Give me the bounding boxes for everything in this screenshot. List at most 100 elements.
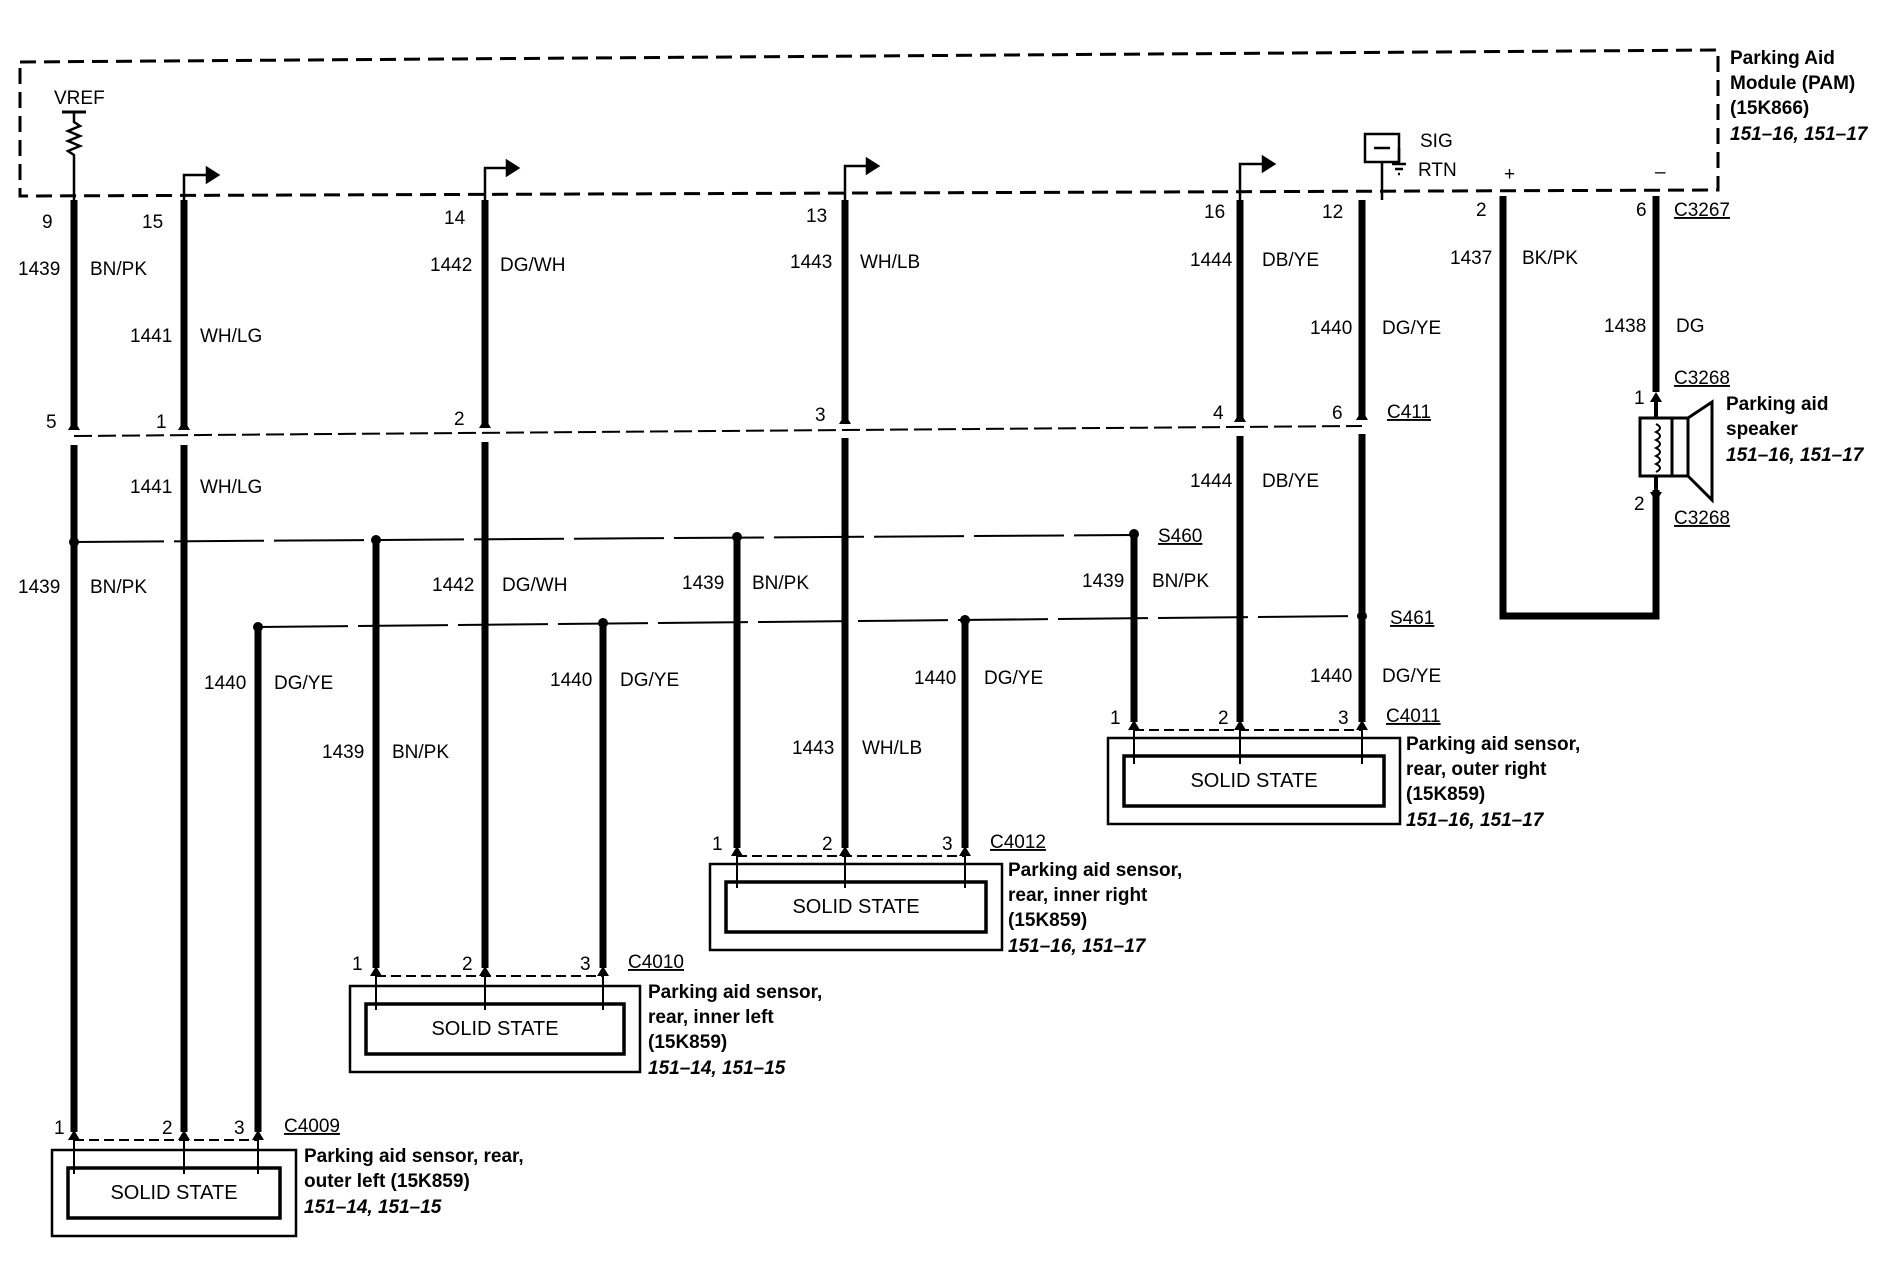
wire-color-1439-low: BN/PK (90, 577, 147, 598)
connector-c4012: C4012 (990, 832, 1046, 853)
pin-15: 15 (142, 212, 163, 233)
pin-2: 2 (1476, 200, 1487, 221)
sensor-outer-left-name-2: outer left (15K859) (304, 1171, 470, 1192)
speaker-icon (1638, 392, 1714, 504)
wire-color-1437: BK/PK (1522, 248, 1578, 269)
pam-module-boundary (18, 48, 1720, 198)
c411-pin-6: 6 (1332, 403, 1343, 424)
minus-label: – (1655, 162, 1666, 183)
wire-color-1439-top: BN/PK (90, 259, 147, 280)
wire-num-1439-ir: 1439 (682, 573, 724, 594)
sensor-inner-left-refs: 151–14, 151–15 (648, 1058, 786, 1079)
c411-connector-line (73, 425, 1363, 437)
wire-num-1443-low: 1443 (792, 738, 834, 759)
pam-title-line1: Parking Aid (1730, 48, 1835, 69)
wire-color-1443-low: WH/LB (862, 738, 922, 759)
c411-pin-arrows (68, 410, 1368, 430)
wire-num-1441-top: 1441 (130, 326, 172, 347)
sensor-inner-right-name-3: (15K859) (1008, 910, 1087, 931)
sensor-outer-right-name-2: rear, outer right (1406, 759, 1547, 780)
pam-title-line2: Module (PAM) (1730, 73, 1855, 94)
sensor-outer-left-refs: 151–14, 151–15 (304, 1197, 442, 1218)
connector-c4009: C4009 (284, 1116, 340, 1137)
wire-color-1443-top: WH/LB (860, 252, 920, 273)
wire-num-1440-il: 1440 (550, 670, 592, 691)
wire-color-1442-low: DG/WH (502, 575, 567, 596)
resistor-icon (64, 112, 84, 200)
sensor-inner-right (708, 846, 1004, 952)
speaker-pin-1: 1 (1634, 388, 1645, 409)
sensor-outer-left (50, 1130, 298, 1238)
sensor-inner-right-name-1: Parking aid sensor, (1008, 860, 1182, 881)
sensor-outer-left-pin-3: 3 (234, 1118, 245, 1139)
splice-dots-1439 (69, 529, 1139, 547)
wire-color-1438: DG (1676, 316, 1705, 337)
sensor-inner-right-pin-3: 3 (942, 834, 953, 855)
wire-num-1441-mid: 1441 (130, 477, 172, 498)
output-flag-icon (182, 154, 1277, 200)
wire-color-1440-il: DG/YE (620, 670, 679, 691)
pin-6: 6 (1636, 200, 1647, 221)
wire-color-1442-top: DG/WH (500, 255, 565, 276)
sensor-inner-left-name-3: (15K859) (648, 1032, 727, 1053)
sig-label: SIG (1420, 131, 1453, 152)
s460-bus (73, 534, 1135, 543)
wire-num-1439-il: 1439 (322, 742, 364, 763)
splice-s461: S461 (1390, 608, 1434, 629)
pin-12: 12 (1322, 202, 1343, 223)
wire-color-1439-il: BN/PK (392, 742, 449, 763)
wire-color-1440-ol: DG/YE (274, 673, 333, 694)
sensor-inner-left-pin-3: 3 (580, 954, 591, 975)
wire-num-1440-top: 1440 (1310, 318, 1352, 339)
speaker-name-line1: Parking aid (1726, 394, 1828, 415)
connector-c4011: C4011 (1386, 706, 1441, 727)
c411-pin-3: 3 (815, 405, 826, 426)
wire-num-1439-or: 1439 (1082, 571, 1124, 592)
c411-pin-5: 5 (46, 412, 57, 433)
sensor-outer-right (1106, 720, 1402, 826)
wire-num-1440-ol: 1440 (204, 673, 246, 694)
wire-color-1439-or: BN/PK (1152, 571, 1209, 592)
sensor-outer-right-pin-2: 2 (1218, 708, 1229, 729)
s461-bus (257, 615, 1363, 628)
sensor-inner-left-pin-2: 2 (462, 954, 473, 975)
connector-c3268-bottom: C3268 (1674, 508, 1730, 529)
speaker-pin-2: 2 (1634, 494, 1645, 515)
c411-pin-4: 4 (1213, 403, 1224, 424)
sensor-inner-right-label: SOLID STATE (792, 896, 919, 918)
sensor-outer-right-pin-1: 1 (1110, 708, 1121, 729)
wire-num-1440-ir: 1440 (914, 668, 956, 689)
sensor-inner-right-pin-1: 1 (712, 834, 723, 855)
pam-title-line3: (15K866) (1730, 98, 1809, 119)
wire-num-1439-low: 1439 (18, 577, 60, 598)
sensor-outer-right-label: SOLID STATE (1190, 770, 1317, 792)
connector-c3268-top: C3268 (1674, 368, 1730, 389)
c411-pin-1: 1 (156, 412, 167, 433)
sensor-inner-right-refs: 151–16, 151–17 (1008, 936, 1147, 957)
speaker-name-line2: speaker (1726, 419, 1798, 440)
sensor-outer-right-pin-3: 3 (1338, 708, 1349, 729)
wire-num-1438: 1438 (1604, 316, 1646, 337)
wire-num-1442-low: 1442 (432, 575, 474, 596)
speaker-refs: 151–16, 151–17 (1726, 445, 1865, 466)
sensor-inner-left (348, 966, 642, 1074)
pin-9: 9 (42, 212, 53, 233)
wire-num-1437: 1437 (1450, 248, 1492, 269)
wire-num-1442-top: 1442 (430, 255, 472, 276)
wire-num-1444-mid: 1444 (1190, 471, 1233, 492)
vref-label: VREF (54, 88, 105, 109)
wire-color-1440-or: DG/YE (1382, 666, 1441, 687)
pin-16: 16 (1204, 202, 1225, 223)
wire-num-1439-top: 1439 (18, 259, 60, 280)
wire-color-1440-top: DG/YE (1382, 318, 1441, 339)
sensor-outer-right-name-1: Parking aid sensor, (1406, 734, 1580, 755)
sensor-outer-left-pin-2: 2 (162, 1118, 173, 1139)
sensor-inner-right-pin-2: 2 (822, 834, 833, 855)
wire-num-1444-top: 1444 (1190, 250, 1233, 271)
sensor-outer-right-name-3: (15K859) (1406, 784, 1485, 805)
pin-13: 13 (806, 206, 827, 227)
wire-num-1440-or: 1440 (1310, 666, 1352, 687)
sensor-outer-left-label: SOLID STATE (110, 1182, 237, 1204)
sensor-outer-left-pin-1: 1 (54, 1118, 65, 1139)
